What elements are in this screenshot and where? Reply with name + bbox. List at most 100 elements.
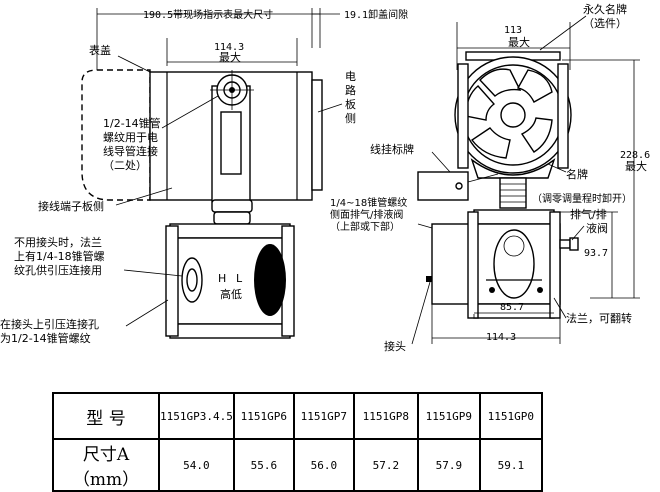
connector-stub (426, 276, 432, 282)
cover-leader (117, 55, 151, 73)
terminal-side-label: 接线端子板侧 (38, 199, 104, 213)
vent-valve-2: 液阀 (586, 221, 608, 235)
dim-113-max: 最大 (508, 35, 530, 49)
model-cell-6: 1151GP0 (478, 392, 543, 440)
side-thread-3: （上部或下部） (330, 220, 400, 233)
vent-valve-cap (569, 237, 579, 251)
bolt-dot-2 (537, 287, 543, 293)
size-header: 尺寸A（mm） (52, 438, 160, 492)
nameplate-2: （调零调量程时卸开） (532, 192, 632, 205)
connector-leader (411, 281, 431, 345)
conduit-note-4: （二处） (103, 159, 147, 172)
bolt-dot-1 (489, 287, 495, 293)
dim-114-top-max: 最大 (219, 50, 241, 64)
connector-label: 接头 (384, 340, 406, 353)
conduit-note-3: 线导管连接 (103, 144, 158, 158)
hang-tag-hole (455, 182, 463, 190)
side-thread-1: 1/4~18锥管螺纹 (330, 196, 407, 209)
cover-label: 表盖 (89, 43, 111, 57)
cover-lobe-1 (479, 68, 522, 97)
terminal-leader (115, 187, 173, 206)
spec-table: 型 号 1151GP3.4.5 1151GP6 1151GP7 1151GP8 … (52, 392, 543, 492)
pressure-note-2: 为1/2-14锥管螺纹 (0, 331, 91, 345)
size-cell-1: 54.0 (158, 438, 235, 492)
dim-114-top-label: 114.3 (214, 42, 244, 53)
circuit-side-2: 路 (345, 84, 356, 97)
hang-tag-wire (467, 173, 499, 183)
perm-nameplate-2: （选件） (583, 17, 627, 30)
cover-lobe-4 (470, 127, 511, 159)
housing-bottom (470, 158, 556, 179)
size-cell-5: 57.9 (416, 438, 481, 492)
hang-tag-leader (431, 151, 451, 173)
side-thread-2: 侧面排气/排液阀 (330, 208, 403, 221)
flange-note-3: 纹孔供引压连接用 (14, 263, 102, 277)
table-row-size: 尺寸A（mm） 54.0 55.6 56.0 57.2 57.9 59.1 (52, 438, 543, 492)
l-mark: L (236, 272, 243, 285)
size-cell-3: 56.0 (292, 438, 355, 492)
sensor-diaphragm-top (503, 235, 525, 257)
model-header: 型 号 (52, 392, 160, 440)
dim-114-bottom-label: 114.3 (486, 332, 516, 343)
neck-nut-2 (213, 211, 251, 225)
model-cell-3: 1151GP7 (292, 392, 355, 440)
model-cell-5: 1151GP9 (416, 392, 481, 440)
conduit-leader (161, 95, 219, 129)
dim-228-label: 228.6 (620, 150, 650, 161)
pressure-note-1: 在接头上引压连接孔 (0, 317, 99, 331)
flange-top-right (473, 209, 555, 225)
perm-nameplate-leader (539, 15, 587, 51)
bolt-right-right (549, 211, 561, 319)
conduit-note-1: 1/2-14锥管 (103, 116, 161, 130)
dim-191-label: 19.1卸盖间隙 (344, 8, 408, 21)
flange-low-side (254, 244, 286, 316)
housing-right-edge (557, 63, 569, 169)
model-cell-1: 1151GP3.4.5 (158, 392, 235, 440)
neck (499, 177, 527, 209)
flange-flip-label: 法兰，可翻转 (566, 311, 632, 325)
housing-left-edge (457, 63, 469, 169)
flange-bolt-left (165, 225, 179, 337)
table-row-model: 型 号 1151GP3.4.5 1151GP6 1151GP7 1151GP8 … (52, 392, 543, 440)
vent-valve-leader (571, 225, 585, 241)
cover-hub (500, 102, 526, 128)
flange-note-leader (123, 269, 183, 277)
neck-nut-1 (211, 199, 253, 213)
right-view: 113 最大 永久名牌 （选件） 线挂标牌 (330, 2, 650, 353)
circuit-side-4: 侧 (345, 112, 356, 125)
sensor-diaphragm (493, 229, 535, 299)
flange-note-2: 上有1/4-18锥管螺 (14, 249, 105, 263)
bolt-left-right (467, 211, 479, 319)
size-cell-4: 57.2 (352, 438, 419, 492)
vent-valve-body (559, 239, 571, 249)
perm-nameplate-1: 永久名牌 (583, 2, 627, 16)
cover-lobe-2 (516, 69, 553, 103)
model-cell-2: 1151GP6 (232, 392, 295, 440)
cover-outline-dashed (81, 69, 151, 201)
flange-port-h-inner (186, 268, 198, 292)
circuit-side-1: 电 (345, 70, 356, 83)
dim-857-label: 85.7 (500, 302, 524, 313)
nameplate-1: 名牌 (566, 167, 588, 181)
model-cell-4: 1151GP8 (352, 392, 419, 440)
dim-937-label: 93.7 (584, 248, 608, 259)
hang-tag-label: 线挂标牌 (370, 142, 414, 156)
cover-lobe-3 (520, 117, 553, 153)
nameplate-leader (547, 163, 567, 173)
circuit-leader (317, 103, 343, 113)
rear-cap (311, 79, 323, 191)
high-low-label: 高低 (220, 287, 242, 301)
dim-113-label: 113 (504, 25, 522, 36)
size-cell-6: 59.1 (478, 438, 543, 492)
dim-190-label: 190.5带现场指示表最大尺寸 (143, 8, 273, 21)
flange-top (169, 223, 291, 239)
conduit-note-2: 螺纹用于电 (103, 130, 158, 144)
flange-note-1: 不用接头时，法兰 (14, 235, 102, 249)
flange-bottom (169, 323, 291, 339)
circuit-side-3: 板 (345, 97, 356, 111)
left-view: 190.5带现场指示表最大尺寸 19.1卸盖间隙 114.3 最大 表盖 电 路… (0, 8, 408, 345)
pressure-note-leader (125, 299, 169, 327)
size-cell-2: 55.6 (232, 438, 295, 492)
vent-valve-1: 排气/排 (570, 207, 607, 221)
